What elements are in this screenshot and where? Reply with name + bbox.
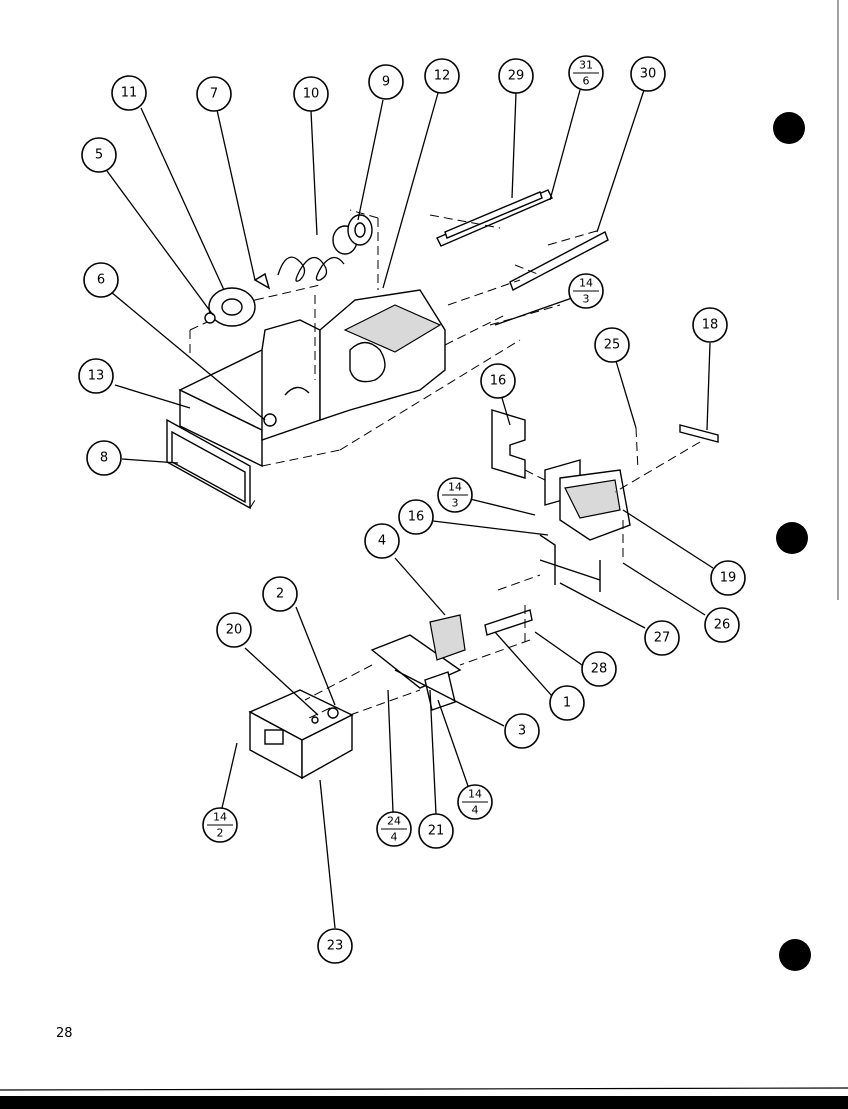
callout-13: 13	[78, 358, 114, 394]
callout-2-label: 2	[276, 587, 284, 602]
callout-4-label: 4	[378, 534, 386, 549]
callout-1-label: 1	[563, 696, 571, 711]
callout-27: 27	[644, 620, 680, 656]
ice-maker-assembly	[484, 409, 719, 636]
callout-14-3-lower-bottom: 3	[452, 497, 459, 510]
callout-23: 23	[317, 928, 353, 964]
callout-14-3-lower-top: 14	[448, 481, 462, 494]
callout-4: 4	[364, 523, 400, 559]
callout-29-label: 29	[508, 69, 525, 84]
callout-14-2-top: 14	[213, 811, 227, 824]
callout-10-label: 10	[303, 87, 320, 102]
callout-14-3-upper-top: 14	[579, 277, 593, 290]
callout-16-upper-label: 16	[490, 374, 507, 389]
callout-20: 20	[216, 612, 252, 648]
callout-11: 11	[111, 75, 147, 111]
ice-bucket-assembly	[166, 209, 521, 510]
callout-21-label: 21	[428, 824, 445, 839]
callout-3: 3	[504, 713, 540, 749]
callout-23-label: 23	[327, 939, 344, 954]
leader-lines	[106, 89, 714, 929]
callout-14-4: 14 4	[457, 784, 493, 820]
callout-26: 26	[704, 607, 740, 643]
callout-14-2-bottom: 2	[217, 827, 224, 840]
callout-19-label: 19	[720, 571, 737, 586]
callout-14-3-upper: 14 3	[568, 273, 604, 309]
control-box-assembly	[248, 605, 531, 780]
callout-3-label: 3	[518, 724, 526, 739]
callout-24-4-top: 24	[387, 815, 401, 828]
callout-14-4-bottom: 4	[472, 804, 479, 817]
callout-19: 19	[710, 560, 746, 596]
callout-10: 10	[293, 76, 329, 112]
shelf-rails	[429, 189, 609, 326]
callout-5: 5	[81, 137, 117, 173]
scan-edge-bottom	[0, 1096, 848, 1109]
callout-21: 21	[418, 813, 454, 849]
callout-1: 1	[549, 685, 585, 721]
callout-24-4: 24 4	[376, 811, 412, 847]
callout-30-label: 30	[640, 67, 657, 82]
callout-30: 30	[630, 56, 666, 92]
callout-25-label: 25	[604, 338, 621, 353]
callout-12: 12	[424, 58, 460, 94]
callout-6: 6	[83, 262, 119, 298]
callout-14-3-upper-bottom: 3	[583, 293, 590, 306]
callout-14-4-top: 14	[468, 788, 482, 801]
callout-31-6-bottom: 6	[583, 75, 590, 88]
callout-6-label: 6	[97, 273, 105, 288]
binder-hole-top	[773, 112, 805, 144]
callout-9: 9	[368, 64, 404, 100]
callout-16-lower: 16	[398, 499, 434, 535]
callout-31-6: 31 6	[568, 55, 604, 91]
callout-16-upper: 16	[480, 363, 516, 399]
callout-25: 25	[594, 327, 630, 363]
scan-edge-rule	[0, 1087, 848, 1091]
callout-7-label: 7	[210, 87, 218, 102]
callout-14-2: 14 2	[202, 807, 238, 843]
callout-9-label: 9	[382, 75, 390, 90]
callout-20-label: 20	[226, 623, 243, 638]
callout-5-label: 5	[95, 148, 103, 163]
callout-28: 28	[581, 651, 617, 687]
binder-hole-bottom	[779, 939, 811, 971]
callout-28-label: 28	[591, 662, 608, 677]
callout-26-label: 26	[714, 618, 731, 633]
callout-8-label: 8	[100, 451, 108, 466]
callout-16-lower-label: 16	[408, 510, 425, 525]
callout-12-label: 12	[434, 69, 451, 84]
callout-14-3-lower: 14 3	[437, 477, 473, 513]
callout-18: 18	[692, 307, 728, 343]
callout-11-label: 11	[121, 86, 138, 101]
callout-31-6-top: 31	[579, 59, 593, 72]
callout-2: 2	[262, 576, 298, 612]
callout-13-label: 13	[88, 369, 105, 384]
callout-8: 8	[86, 440, 122, 476]
page-number: 28	[56, 1026, 73, 1041]
callout-24-4-bottom: 4	[391, 831, 398, 844]
callout-27-label: 27	[654, 631, 671, 646]
binder-hole-middle	[776, 522, 808, 554]
callout-7: 7	[196, 76, 232, 112]
callout-29: 29	[498, 58, 534, 94]
callout-18-label: 18	[702, 318, 719, 333]
auger-drive-parts	[204, 214, 373, 327]
